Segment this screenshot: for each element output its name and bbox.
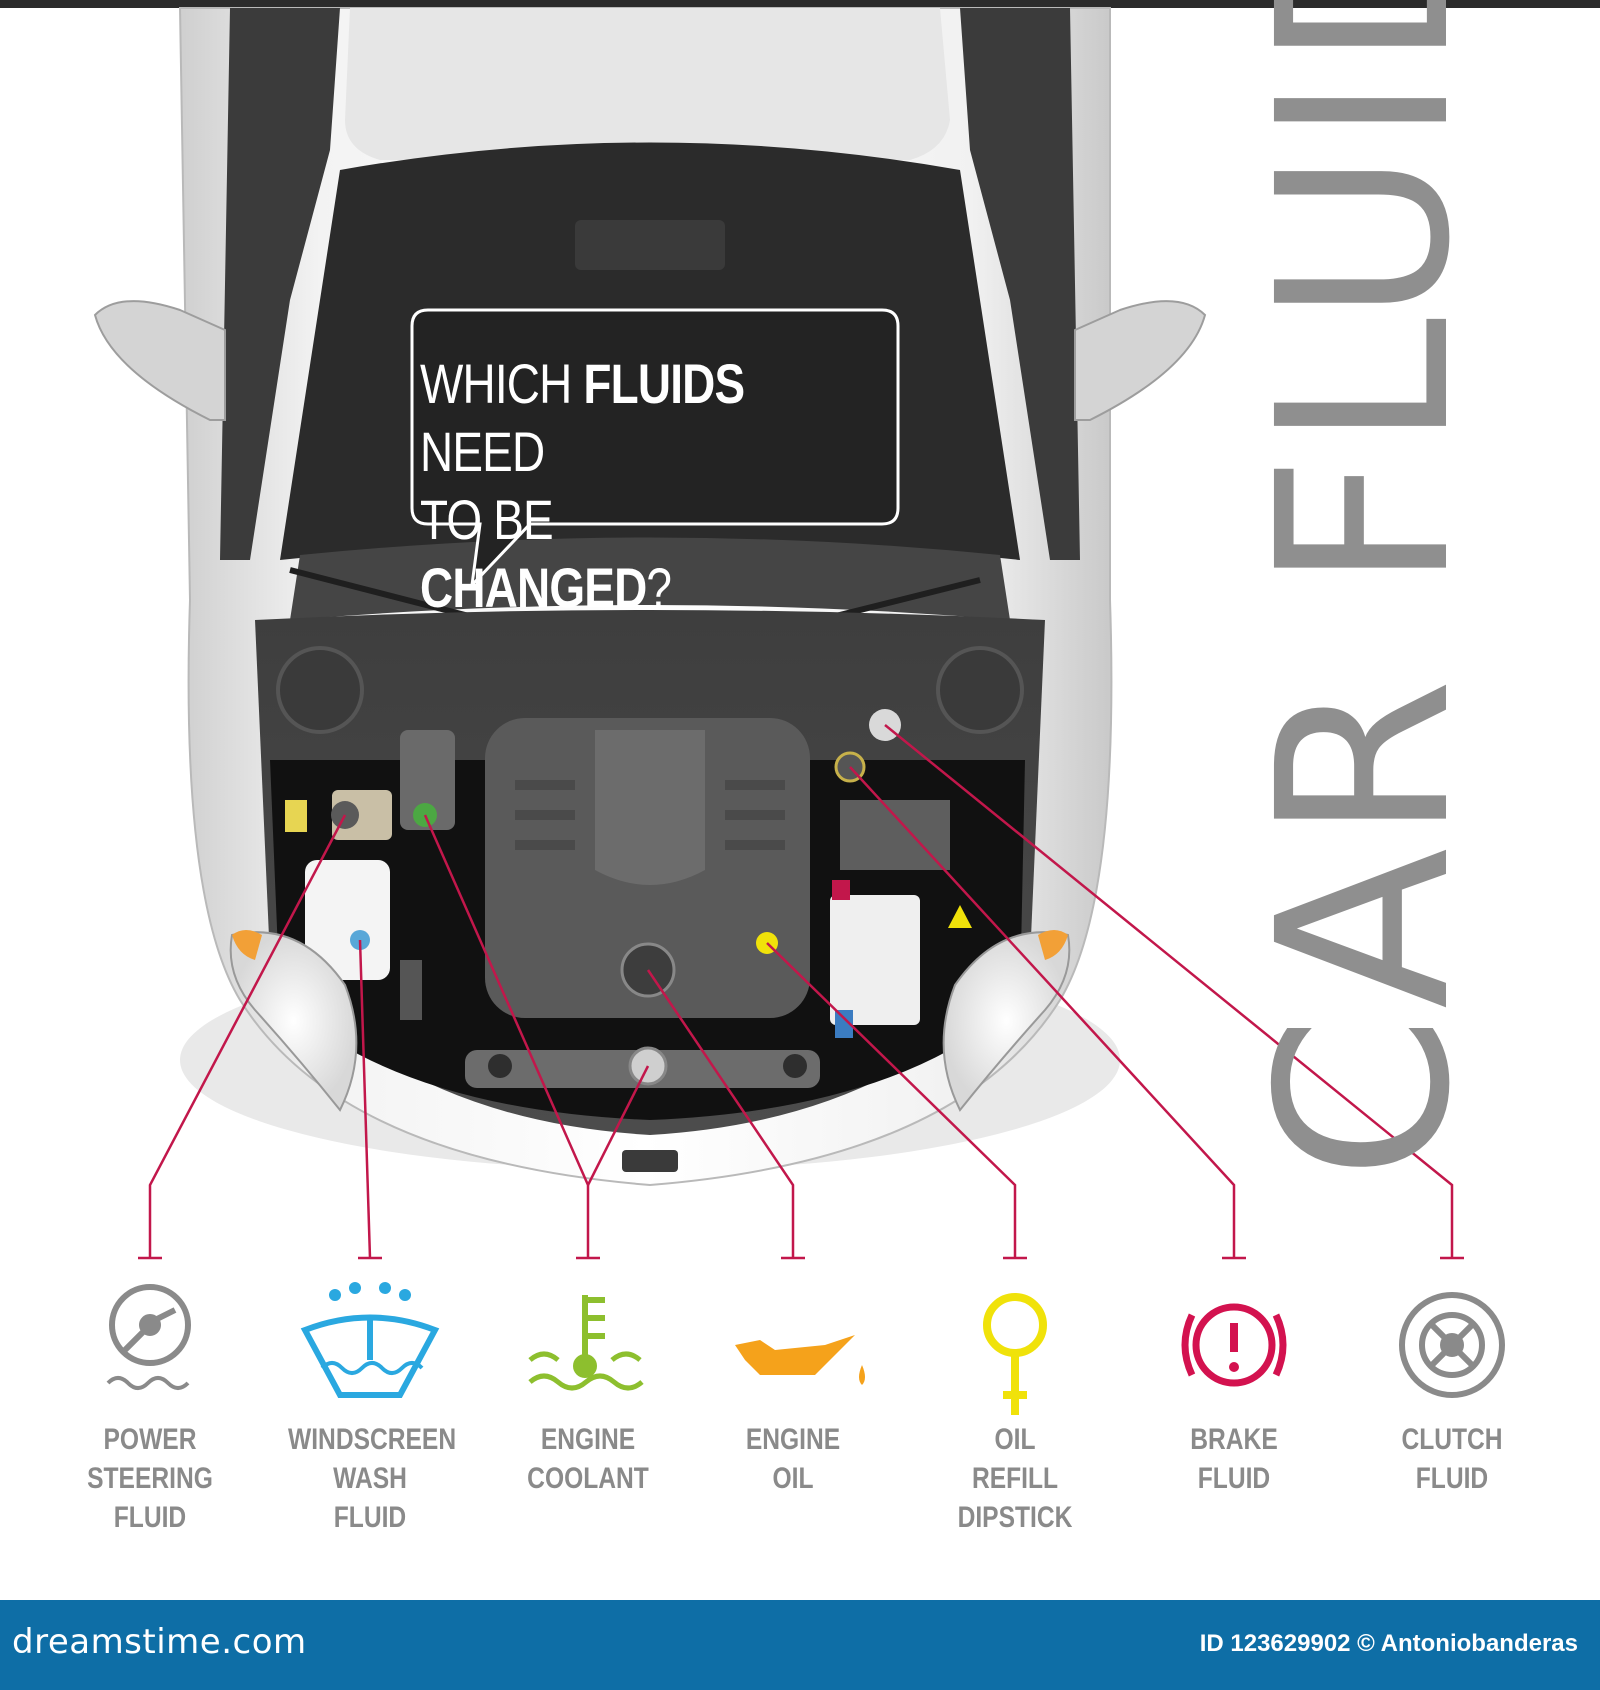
headlight-left: [229, 931, 358, 1112]
battery: [830, 895, 920, 1025]
bubble-text-part: NEED: [420, 420, 545, 483]
bubble-text-part: WHICH: [420, 352, 584, 415]
headlight-right: [942, 931, 1071, 1112]
footer-bar: dreamstime.com ID 123629902 © Antonioban…: [0, 1600, 1600, 1690]
bubble-text-bold: CHANGED: [420, 556, 647, 619]
clutch-icon: [1399, 1292, 1505, 1398]
coolant-icon: [528, 1295, 644, 1391]
bubble-text-bold: FLUIDS: [583, 352, 745, 415]
washer-reservoir: [305, 860, 390, 980]
side-window-right: [960, 8, 1080, 560]
leader-lines: [148, 724, 1454, 1259]
footer-site[interactable]: dreamstime.com: [12, 1622, 307, 1662]
page-title: CAR FLUIDS: [1227, 0, 1502, 1180]
car-diagram: [93, 7, 1505, 1415]
bubble-question: WHICH FLUIDS NEED TO BE CHANGED?: [420, 350, 797, 622]
dipstick-icon: [983, 1293, 1047, 1415]
speech-bubble: [410, 308, 900, 590]
steering-wheel-icon: [106, 1284, 191, 1390]
side-window-left: [220, 8, 340, 560]
oil-can-icon: [735, 1335, 865, 1385]
roof: [345, 8, 950, 160]
bubble-text-part: ?: [646, 556, 672, 619]
mirror-right: [1074, 300, 1207, 421]
footer-credit: ID 123629902 © Antoniobanderas: [1199, 1630, 1578, 1657]
brake-warning-icon: [1181, 1303, 1287, 1387]
washer-icon: [300, 1282, 440, 1398]
top-border: [0, 0, 1600, 8]
bubble-text-part: TO BE: [420, 488, 554, 551]
mirror-left: [93, 300, 226, 421]
